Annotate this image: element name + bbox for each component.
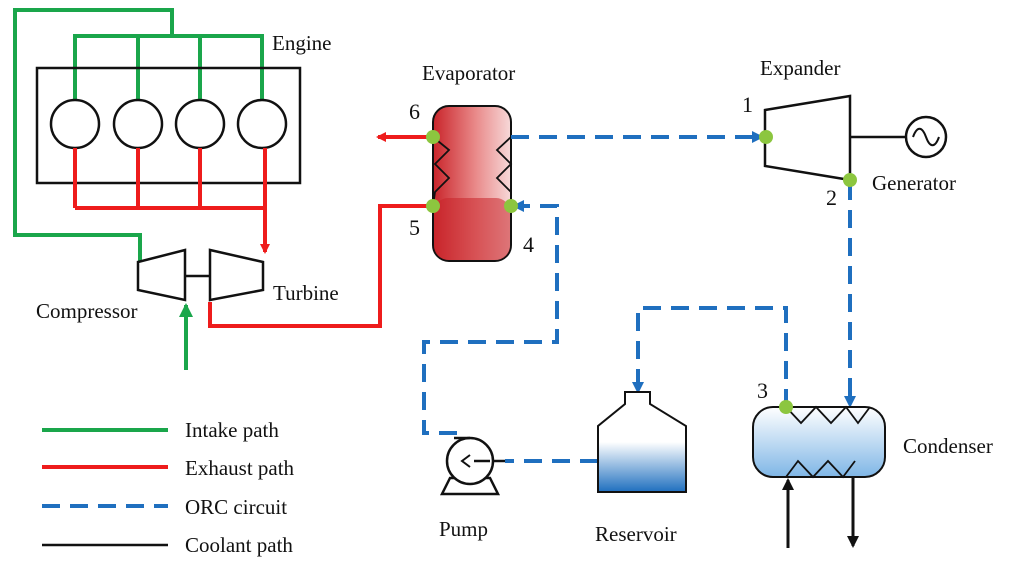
state-node-1 bbox=[759, 130, 773, 144]
state-point-4: 4 bbox=[523, 232, 534, 257]
legend: Intake path Exhaust path ORC circuit Coo… bbox=[42, 418, 295, 557]
compressor bbox=[136, 248, 187, 302]
engine-cylinder bbox=[49, 98, 101, 150]
condenser bbox=[752, 405, 886, 479]
state-point-1: 1 bbox=[742, 92, 753, 117]
engine-cylinder bbox=[174, 98, 226, 150]
state-point-6: 6 bbox=[409, 99, 420, 124]
condenser-coil bbox=[785, 459, 856, 479]
reservoir bbox=[597, 391, 687, 493]
ac-sine-icon bbox=[912, 127, 940, 147]
legend-label-exhaust: Exhaust path bbox=[185, 456, 295, 480]
evaporator-coil bbox=[432, 136, 451, 207]
engine-label: Engine bbox=[272, 31, 331, 55]
state-point-5: 5 bbox=[409, 215, 420, 240]
legend-label-intake: Intake path bbox=[185, 418, 279, 442]
engine-cylinder bbox=[112, 98, 164, 150]
state-nodes bbox=[426, 130, 857, 414]
turbine-label: Turbine bbox=[273, 281, 339, 305]
pump-arrow-icon bbox=[460, 454, 471, 468]
reservoir-label: Reservoir bbox=[595, 522, 677, 546]
engine bbox=[35, 66, 302, 185]
generator-label: Generator bbox=[872, 171, 956, 195]
expander bbox=[763, 94, 905, 182]
evaporator-label: Evaporator bbox=[422, 61, 515, 85]
pump-label: Pump bbox=[439, 517, 488, 541]
orc-circuit bbox=[422, 131, 856, 463]
state-node-3 bbox=[779, 400, 793, 414]
compressor-label: Compressor bbox=[36, 299, 138, 323]
state-node-5 bbox=[426, 199, 440, 213]
coolant-path bbox=[782, 477, 859, 548]
state-point-3: 3 bbox=[757, 378, 768, 403]
evaporator bbox=[432, 105, 513, 262]
turbocharger bbox=[136, 248, 265, 302]
condenser-coil bbox=[785, 405, 871, 425]
state-point-2: 2 bbox=[826, 185, 837, 210]
turbine bbox=[208, 248, 265, 302]
state-node-6 bbox=[426, 130, 440, 144]
pump bbox=[439, 436, 505, 496]
generator bbox=[904, 115, 948, 159]
state-node-2 bbox=[843, 173, 857, 187]
engine-cylinder bbox=[236, 98, 288, 150]
evaporator-coil bbox=[495, 136, 513, 206]
legend-label-orc: ORC circuit bbox=[185, 495, 287, 519]
condenser-label: Condenser bbox=[903, 434, 993, 458]
state-node-4 bbox=[504, 199, 518, 213]
legend-label-coolant: Coolant path bbox=[185, 533, 293, 557]
expander-label: Expander bbox=[760, 56, 840, 80]
exhaust-path bbox=[73, 132, 433, 328]
